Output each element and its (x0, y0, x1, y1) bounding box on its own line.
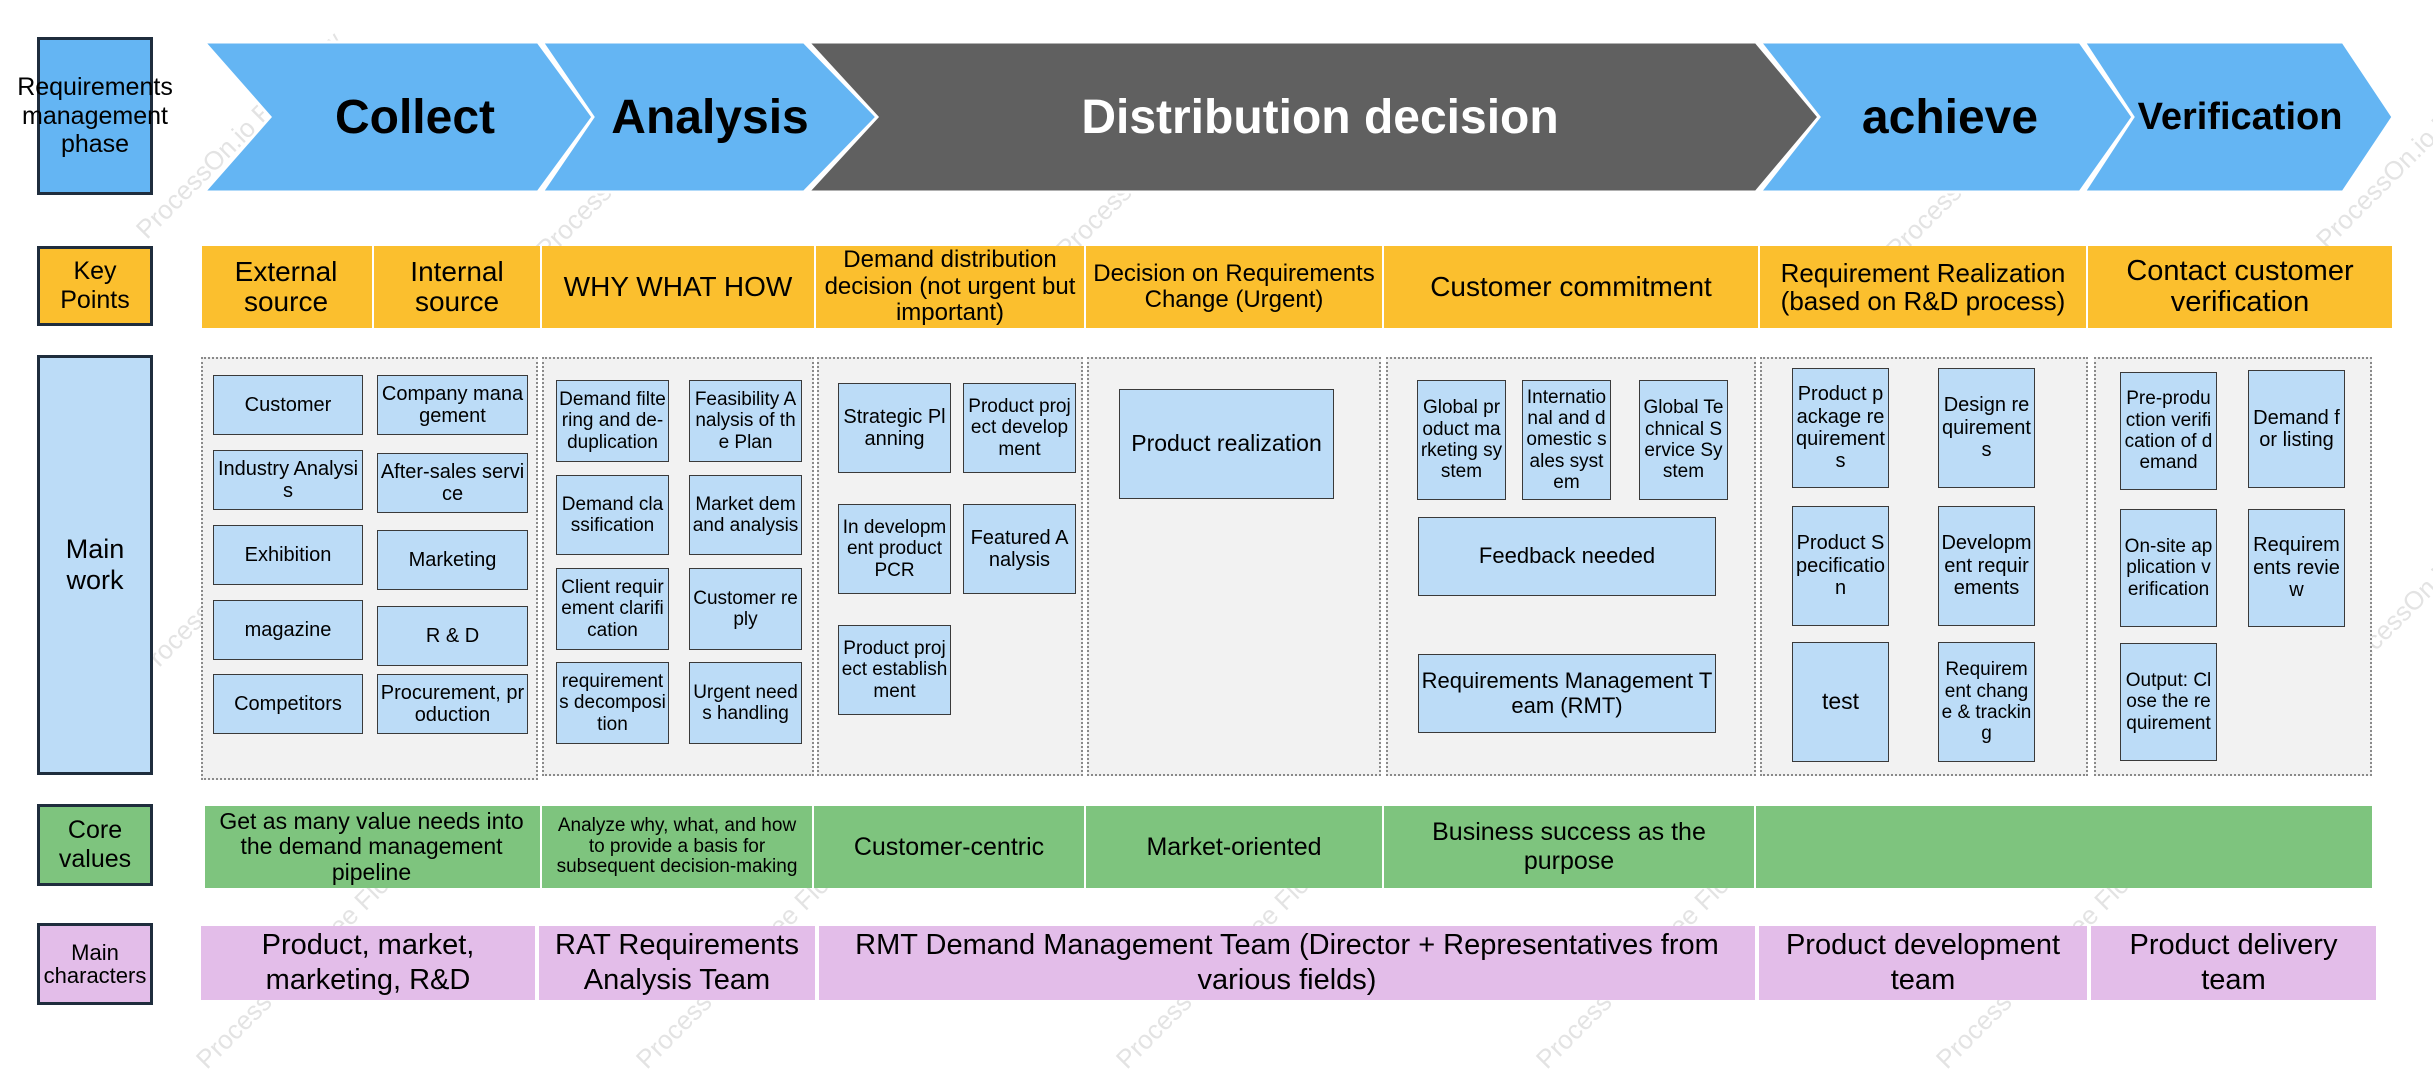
work-item-urgent-needs-handling: Urgent needs handling (689, 662, 802, 744)
phase-arrows (200, 40, 2395, 194)
work-item-customer-reply: Customer reply (689, 568, 802, 650)
work-item-close-requirement: Output: Close the requirement (2120, 643, 2217, 761)
work-item-after-sales-service: After-sales service (377, 453, 528, 513)
row-label-main-characters: Main characters (37, 923, 153, 1005)
work-item-feedback-needed: Feedback needed (1418, 517, 1716, 596)
key-points-row (202, 246, 2392, 328)
work-item-product-realization: Product realization (1119, 389, 1334, 499)
work-item-requirement-change-tracking: Requirement change & tracking (1938, 642, 2035, 762)
key-point-customer-commitment: Customer commitment (1382, 246, 1758, 328)
phase-label-distribution: Distribution decision (1081, 90, 1559, 144)
work-item-featured-analysis: Featured Analysis (963, 504, 1076, 594)
work-item-design-requirements: Design requirements (1938, 368, 2035, 488)
work-item-pre-production-verification: Pre-production verification of demand (2120, 372, 2217, 490)
phase-arrow-collect (200, 40, 595, 194)
key-point-change-decision: Decision on Requirements Change (Urgent) (1084, 246, 1382, 328)
phase-arrow-verification (2081, 40, 2395, 194)
key-point-internal-source: Internal source (372, 246, 540, 328)
work-item-on-site-verification: On-site application verification (2120, 509, 2217, 627)
work-item-product-specification: Product Specification (1792, 506, 1889, 626)
work-item-market-demand-analysis: Market demand analysis (689, 475, 802, 555)
work-item-strategic-planning: Strategic Planning (838, 383, 951, 473)
key-point-requirement-realization: Requirement Realization (based on R&D pr… (1758, 246, 2086, 328)
work-item-requirements-review: Requirements review (2248, 509, 2345, 627)
phase-arrow-achieve (1756, 40, 2135, 194)
row-label-phase: Requirements management phase (17, 37, 173, 195)
core-value-customer-centric: Customer-centric (812, 806, 1084, 888)
work-item-sales-system: International and domestic sales system (1522, 380, 1611, 500)
work-item-industry-analysis: Industry Analysis (213, 450, 363, 510)
work-item-product-project-development: Product project development (963, 383, 1076, 473)
work-item-competitors: Competitors (213, 674, 363, 734)
phase-label-achieve: achieve (1861, 90, 2039, 144)
work-item-client-requirement-clarification: Client requirement clarification (556, 568, 669, 650)
work-item-marketing: Marketing (377, 530, 528, 590)
key-point-customer-verification: Contact customer verification (2086, 246, 2392, 328)
work-item-demand-for-listing: Demand for listing (2248, 370, 2345, 488)
key-point-external-source: External source (234, 255, 338, 317)
work-item-product-package-requirements: Product package requirements (1792, 368, 1889, 488)
work-item-feasibility-analysis: Feasibility Analysis of the Plan (689, 380, 802, 462)
core-value-business-success: Business success as the purpose (1382, 806, 1754, 888)
role-achieve: Product development team (1759, 926, 2087, 1000)
work-item-customer: Customer (213, 375, 363, 435)
row-label-main-work: Main work (37, 355, 153, 775)
phase-arrow-analysis (539, 40, 880, 194)
work-item-magazine: magazine (213, 600, 363, 660)
core-value-analysis: Analyze why, what, and how to provide a … (540, 806, 812, 888)
phase-arrow-distribution (804, 40, 1821, 194)
core-value-market-oriented: Market-oriented (1084, 806, 1382, 888)
core-value-empty (1754, 806, 2372, 888)
key-point-why-what-how: WHY WHAT HOW (540, 246, 814, 328)
work-item-test: test (1792, 642, 1889, 762)
phase-label-collect: Collect (334, 90, 496, 144)
core-value-collect: Get as many value needs into the demand … (205, 806, 538, 888)
phase-label-verification: Verification (2137, 95, 2343, 138)
work-item-technical-service-system: Global Technical Service System (1639, 380, 1728, 500)
role-distribution: RMT Demand Management Team (Director + R… (819, 926, 1755, 1000)
work-item-demand-filtering: Demand filtering and de-duplication (556, 380, 669, 462)
work-item-r-and-d: R & D (377, 606, 528, 666)
work-item-company-management: Company management (377, 375, 528, 435)
work-item-global-marketing-system: Global product marketing system (1417, 380, 1506, 500)
work-item-demand-classification: Demand classification (556, 475, 669, 555)
row-label-core-values: Core values (37, 804, 153, 886)
work-item-rmt: Requirements Management Team (RMT) (1418, 654, 1716, 733)
work-item-development-requirements: Development requirements (1938, 506, 2035, 626)
work-item-product-project-establishment: Product project establishment (838, 625, 951, 715)
phase-label-analysis: Analysis (611, 90, 809, 144)
work-item-exhibition: Exhibition (213, 525, 363, 585)
work-item-procurement-production: Procurement, production (377, 674, 528, 734)
work-item-in-development-pcr: In development product PCR (838, 504, 951, 594)
role-collect: Product, market, marketing, R&D (201, 926, 535, 1000)
work-item-requirements-decomposition: requirements decomposition (556, 662, 669, 744)
role-analysis: RAT Requirements Analysis Team (539, 926, 815, 1000)
key-point-distribution-decision: Demand distribution decision (not urgent… (814, 246, 1084, 328)
row-label-key-points: Key Points (37, 246, 153, 326)
role-verification: Product delivery team (2091, 926, 2376, 1000)
